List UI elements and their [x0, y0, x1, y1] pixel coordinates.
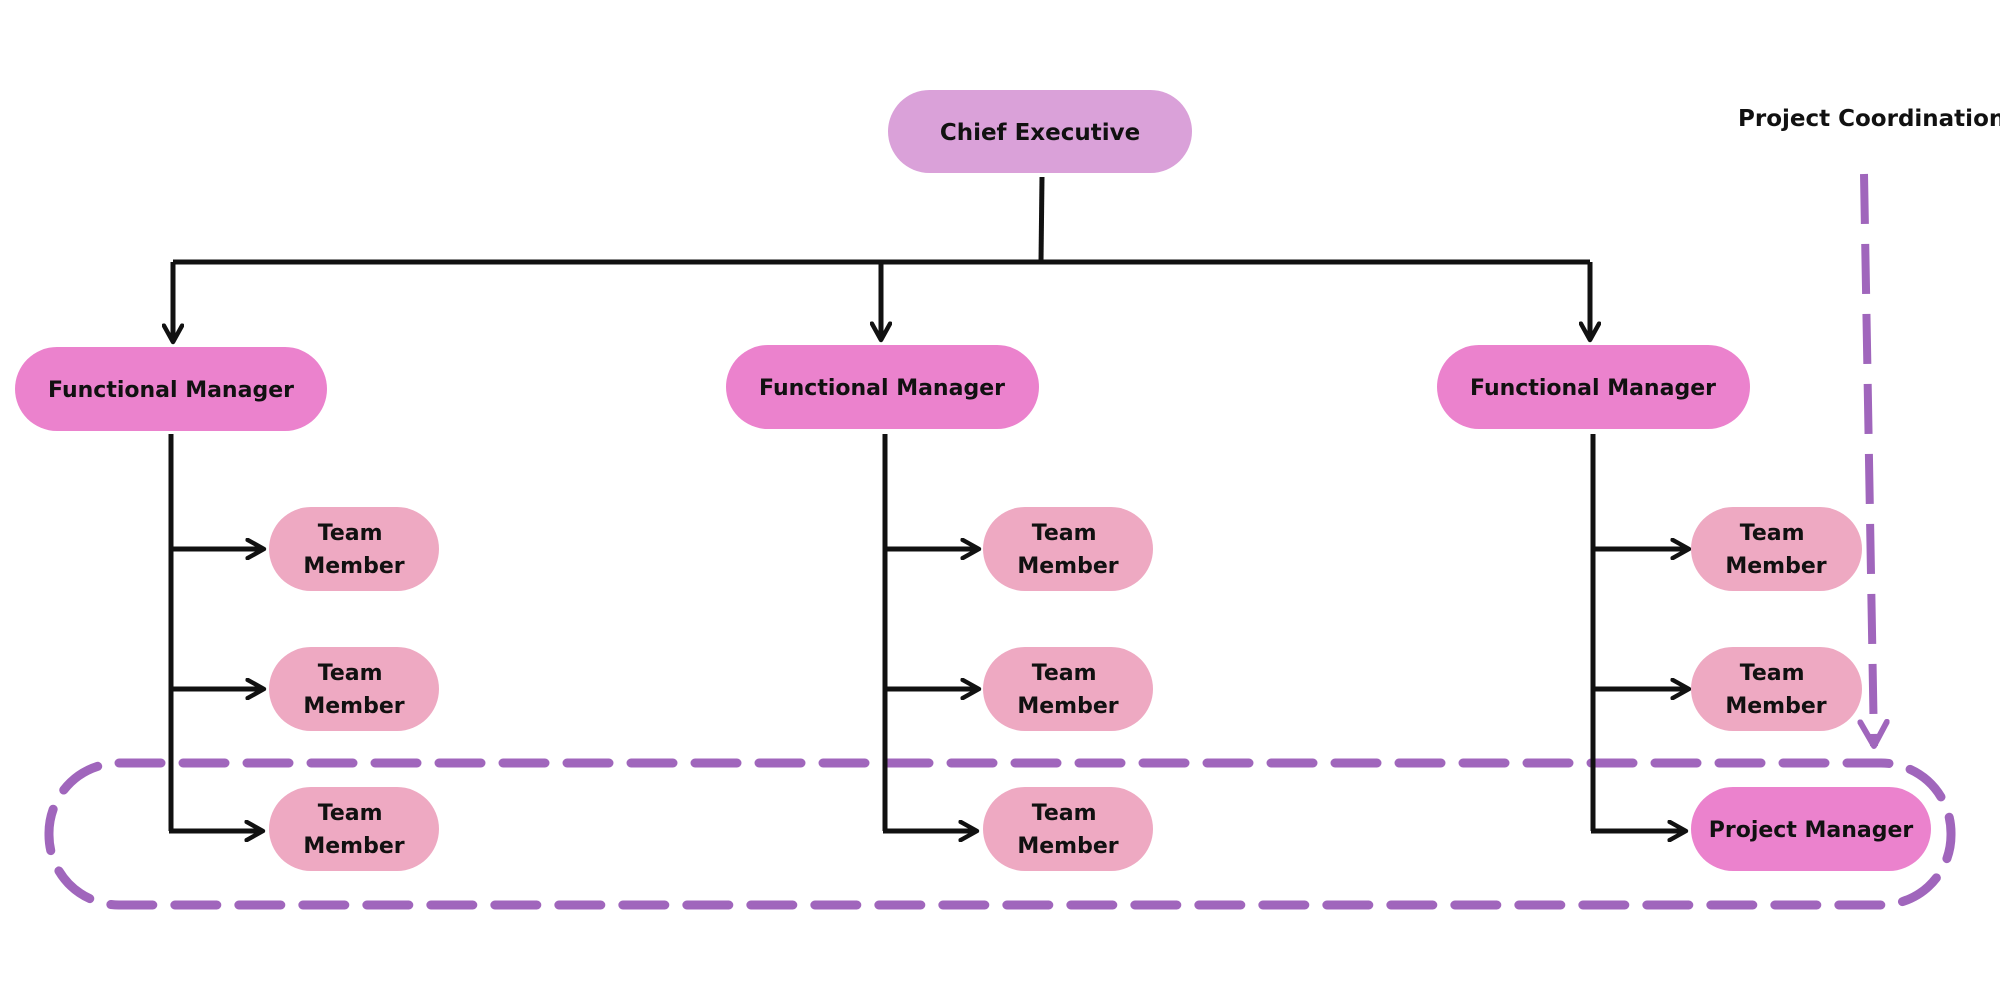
project-manager-label: Project Manager — [1709, 818, 1914, 843]
chief-executive-box — [888, 90, 1192, 173]
chief-stem-connector — [1038, 176, 1045, 263]
team-member-1-2-box — [269, 647, 439, 731]
functional-manager-1-box — [15, 347, 327, 431]
team-member-1-3-box — [269, 787, 439, 871]
chief-executive-label: Chief Executive — [940, 120, 1140, 146]
team-member-2-2-label: Team Member — [1017, 661, 1118, 719]
project-coordination-arrow — [1864, 173, 1874, 746]
team-member-1-1-label: Team Member — [303, 521, 404, 579]
functional-manager-3-label: Functional Manager — [1470, 376, 1716, 401]
team-member-2-1-label: Team Member — [1017, 521, 1118, 579]
department-2: Functional Manager Team Member Team Memb… — [726, 345, 1153, 871]
functional-manager-2-box — [726, 345, 1039, 429]
team-member-2-3-label: Team Member — [1017, 801, 1118, 859]
department-1: Functional Manager Team Member Team Memb… — [15, 347, 439, 871]
team-member-2-3-box — [983, 787, 1153, 871]
team-member-2-2-box — [983, 647, 1153, 731]
department-3: Functional Manager Team Member Team Memb… — [1437, 345, 1931, 871]
functional-manager-2-label: Functional Manager — [759, 376, 1005, 401]
project-coordination-group-border — [44, 758, 1956, 910]
functional-manager-1-label: Functional Manager — [48, 378, 294, 403]
project-manager-box — [1691, 787, 1931, 871]
team-member-1-2-label: Team Member — [303, 661, 404, 719]
project-coordination-label: Project Coordination — [1738, 106, 2000, 132]
team-member-3-2-box — [1691, 647, 1862, 731]
team-member-3-2-label: Team Member — [1725, 661, 1826, 719]
team-member-2-1-box — [983, 507, 1153, 591]
functional-manager-3-box — [1437, 345, 1750, 429]
team-member-1-3-label: Team Member — [303, 801, 404, 859]
team-member-3-1-label: Team Member — [1725, 521, 1826, 579]
team-member-1-1-box — [269, 507, 439, 591]
chief-executive-node: Chief Executive — [888, 90, 1192, 173]
team-member-3-1-box — [1691, 507, 1862, 591]
